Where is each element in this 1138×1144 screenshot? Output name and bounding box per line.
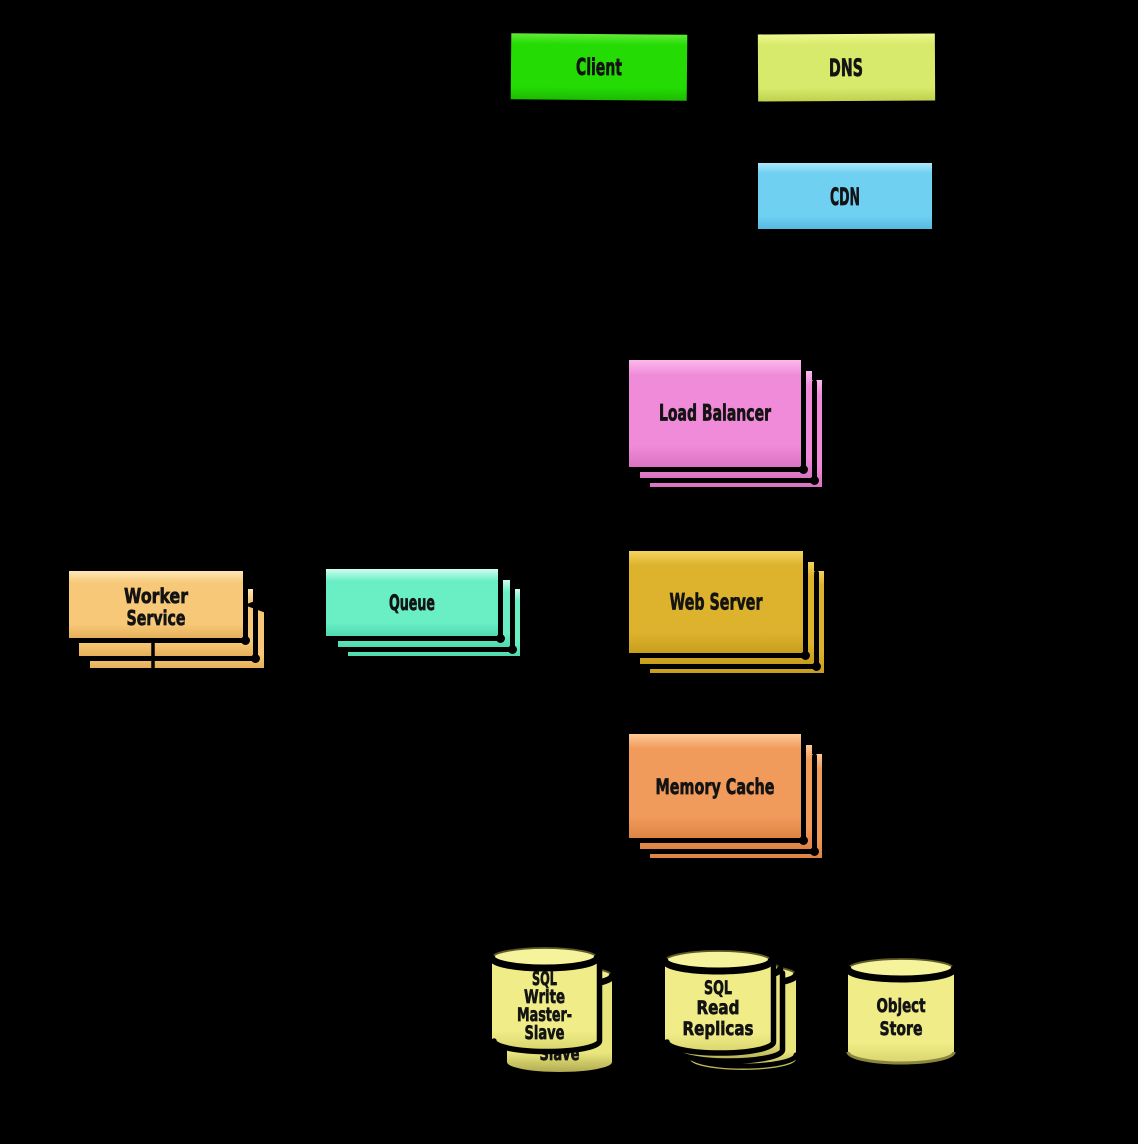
node-cdn: CDN bbox=[758, 163, 932, 229]
node-sql-write-label-line3: Master- bbox=[517, 1004, 572, 1026]
edge-queue-to-worker-arrowhead bbox=[244, 597, 266, 613]
sql-read-front-body bbox=[665, 961, 771, 1053]
node-dns-label: DNS bbox=[829, 54, 863, 82]
sql-write-front-edge bbox=[491, 959, 603, 1055]
node-load-balancer-label: Load Balancer bbox=[659, 402, 771, 427]
node-queue-label: Queue bbox=[389, 591, 435, 615]
dns-box bbox=[757, 33, 936, 102]
node-worker-service: Worker Service bbox=[69, 570, 264, 668]
client-box bbox=[510, 33, 688, 101]
worker-service-sheet-front-corner-dot bbox=[241, 636, 250, 645]
edge-worker-to-sql-write-arrowhead bbox=[467, 996, 487, 1012]
queue-sheet-back1-corner-dot bbox=[508, 645, 517, 654]
cdn-box bbox=[758, 163, 932, 229]
sql-read-front-collar bbox=[661, 957, 775, 975]
edge-worker-to-sql-write-shaft bbox=[151, 640, 478, 1006]
node-worker-service-label-line1: Worker bbox=[124, 584, 188, 608]
queue-sheet-front bbox=[326, 569, 498, 636]
worker-service-sheet-back1-corner-dot bbox=[251, 654, 260, 663]
sql-read-back1-edge bbox=[673, 970, 786, 1064]
memory-cache-sheet-front bbox=[629, 734, 801, 838]
memory-cache-sheet-back1-corner-dot bbox=[810, 847, 819, 856]
node-object-store-label-line2: Store bbox=[880, 1018, 923, 1040]
load-balancer-sheet-front bbox=[629, 360, 801, 467]
node-web-server: Web Server bbox=[629, 550, 824, 673]
node-web-server-label: Web Server bbox=[670, 591, 763, 616]
sql-write-front-collar bbox=[488, 954, 601, 972]
node-sql-read-label-line3: Replicas bbox=[683, 1018, 754, 1040]
node-memory-cache: Memory Cache bbox=[629, 733, 822, 858]
node-cdn-label: CDN bbox=[830, 183, 860, 211]
load-balancer-sheet-back1-corner-dot bbox=[810, 476, 819, 485]
memory-cache-sheet-front-corner-dot bbox=[799, 836, 808, 845]
sql-write-front-body bbox=[492, 958, 597, 1051]
web-server-sheet-front-corner-dot bbox=[801, 651, 810, 660]
load-balancer-sheet-front-corner-dot bbox=[799, 465, 808, 474]
node-worker-service-label-line2: Service bbox=[127, 606, 186, 630]
sql-read-front-edge bbox=[664, 962, 777, 1056]
node-queue: Queue bbox=[326, 568, 520, 656]
worker-service-sheet-front bbox=[69, 571, 243, 638]
node-sql-read-label-line2: Read bbox=[697, 997, 740, 1019]
edge-queue-to-worker bbox=[244, 597, 326, 613]
web-server-sheet-back1-corner-dot bbox=[812, 662, 821, 671]
node-client-label: Client bbox=[576, 55, 622, 81]
queue-sheet-front-corner-dot bbox=[496, 634, 505, 643]
object-store-collar bbox=[844, 965, 958, 983]
node-sql-write-label-line2: Write bbox=[524, 986, 565, 1008]
object-store-bottom bbox=[846, 1051, 956, 1065]
node-memory-cache-label: Memory Cache bbox=[656, 775, 775, 799]
node-sql-write-label-line4: Slave bbox=[525, 1022, 565, 1044]
node-object-store: Object Store bbox=[844, 958, 958, 1065]
node-object-store-label-line1: Object bbox=[877, 995, 926, 1017]
edge-worker-to-sql-write bbox=[151, 640, 487, 1012]
node-sql-write: Slave SQL Write Master- Slave bbox=[488, 947, 616, 1072]
node-dns: DNS bbox=[757, 33, 936, 102]
node-client: Client bbox=[510, 33, 688, 101]
node-load-balancer: Load Balancer bbox=[629, 359, 822, 487]
web-server-sheet-front bbox=[629, 551, 803, 653]
node-sql-write-label-line1: SQL bbox=[532, 968, 557, 990]
object-store-body bbox=[848, 969, 954, 1063]
node-sql-read-label-line1: SQL bbox=[704, 977, 732, 999]
node-sql-read: SQL Read Replicas bbox=[661, 950, 800, 1070]
